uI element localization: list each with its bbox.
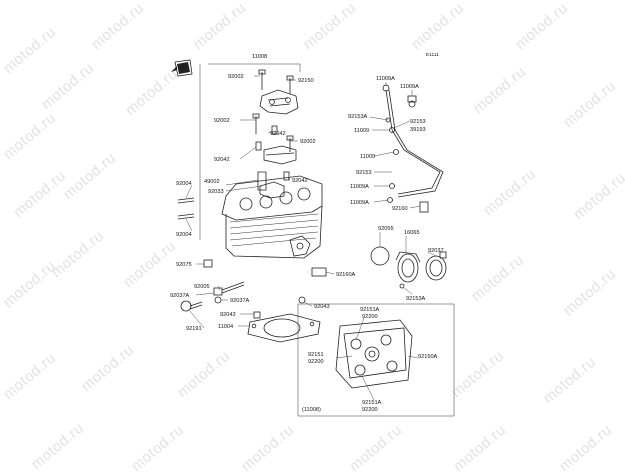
head-top-view: [335, 319, 413, 389]
reference-code: E1111: [426, 52, 439, 58]
label-92153a: 92153A: [406, 296, 426, 302]
label-11009: 11009: [354, 128, 369, 134]
bolt: [258, 69, 266, 90]
hose-clamp: [425, 251, 447, 281]
label-39193: 39193: [410, 127, 426, 133]
label-92043: 92043: [314, 304, 330, 310]
label-92043: 92043: [220, 312, 236, 318]
stud: [177, 213, 195, 220]
rocker-arm: [263, 145, 297, 165]
label-49002: 49002: [204, 179, 220, 185]
label-92037a: 92037A: [170, 293, 190, 299]
dowel: [253, 311, 261, 319]
bolt: [252, 113, 260, 134]
label-92002: 92002: [214, 118, 230, 124]
label-92200: 92200: [362, 407, 378, 413]
label-92151: 92151: [308, 352, 324, 358]
label-92002: 92002: [228, 74, 244, 80]
label-92004: 92004: [176, 181, 192, 187]
label-92153: 92153: [356, 170, 372, 176]
label-92160: 92160: [392, 206, 408, 212]
label-11008: 11008: [252, 54, 267, 60]
label-92200: 92200: [362, 314, 378, 320]
oil-bolt: [180, 300, 203, 312]
cap-nut: [203, 259, 213, 268]
label-11009a: 11009A: [350, 184, 369, 190]
carburetor-holder: [395, 251, 421, 289]
label-92055: 92055: [378, 226, 394, 232]
label-92191: 92191: [186, 326, 202, 332]
label-92042: 92042: [214, 157, 230, 163]
label-11009: 11009: [360, 154, 375, 160]
head-gasket: [247, 313, 321, 343]
label-16065: 16065: [404, 230, 420, 236]
bolt: [286, 75, 294, 94]
label-92005: 92005: [194, 284, 210, 290]
label-92037a: 92037A: [230, 298, 250, 304]
pad: [311, 267, 327, 277]
label-92075: 92075: [176, 262, 192, 268]
label-92151a: 92151A: [362, 400, 382, 406]
inset-reference: (11008): [302, 407, 321, 413]
label-11009a: 11009A: [350, 200, 369, 206]
label-92042: 92042: [292, 178, 308, 184]
frame-line: [208, 63, 301, 72]
bolt: [286, 135, 294, 152]
label-92002: 92002: [300, 139, 316, 145]
oil-pipe: [382, 84, 444, 213]
label-92004: 92004: [176, 232, 192, 238]
label-11009a: 11009A: [400, 84, 419, 90]
stud: [177, 197, 195, 204]
label-92042: 92042: [270, 131, 286, 137]
label-11009a: 11009A: [376, 76, 395, 82]
label-92153a: 92153A: [348, 114, 368, 120]
label-92151a: 92151A: [360, 307, 380, 313]
o-ring: [370, 246, 390, 266]
label-92160a: 92160A: [336, 272, 356, 278]
label-92200: 92200: [308, 359, 324, 365]
part-labels: 11008 92002 92150 92002 92042 92002 9204…: [170, 52, 444, 413]
camshaft-cap: [259, 89, 299, 115]
label-92037: 92037: [428, 248, 444, 254]
label-92150a: 92150A: [418, 354, 438, 360]
front-arrow-icon: [171, 59, 193, 77]
spark-plug: [213, 281, 245, 296]
grommet: [214, 296, 222, 304]
washer: [298, 296, 306, 304]
dowel-pin: [255, 125, 290, 181]
inset-box: [297, 303, 455, 417]
label-92033: 92033: [208, 189, 224, 195]
label-92150: 92150: [298, 78, 314, 84]
label-11004: 11004: [218, 324, 233, 330]
leader-lines: [185, 75, 437, 401]
cylinder-head: [221, 171, 323, 259]
rocker-arm: [259, 181, 285, 199]
label-92153: 92153: [410, 119, 426, 125]
